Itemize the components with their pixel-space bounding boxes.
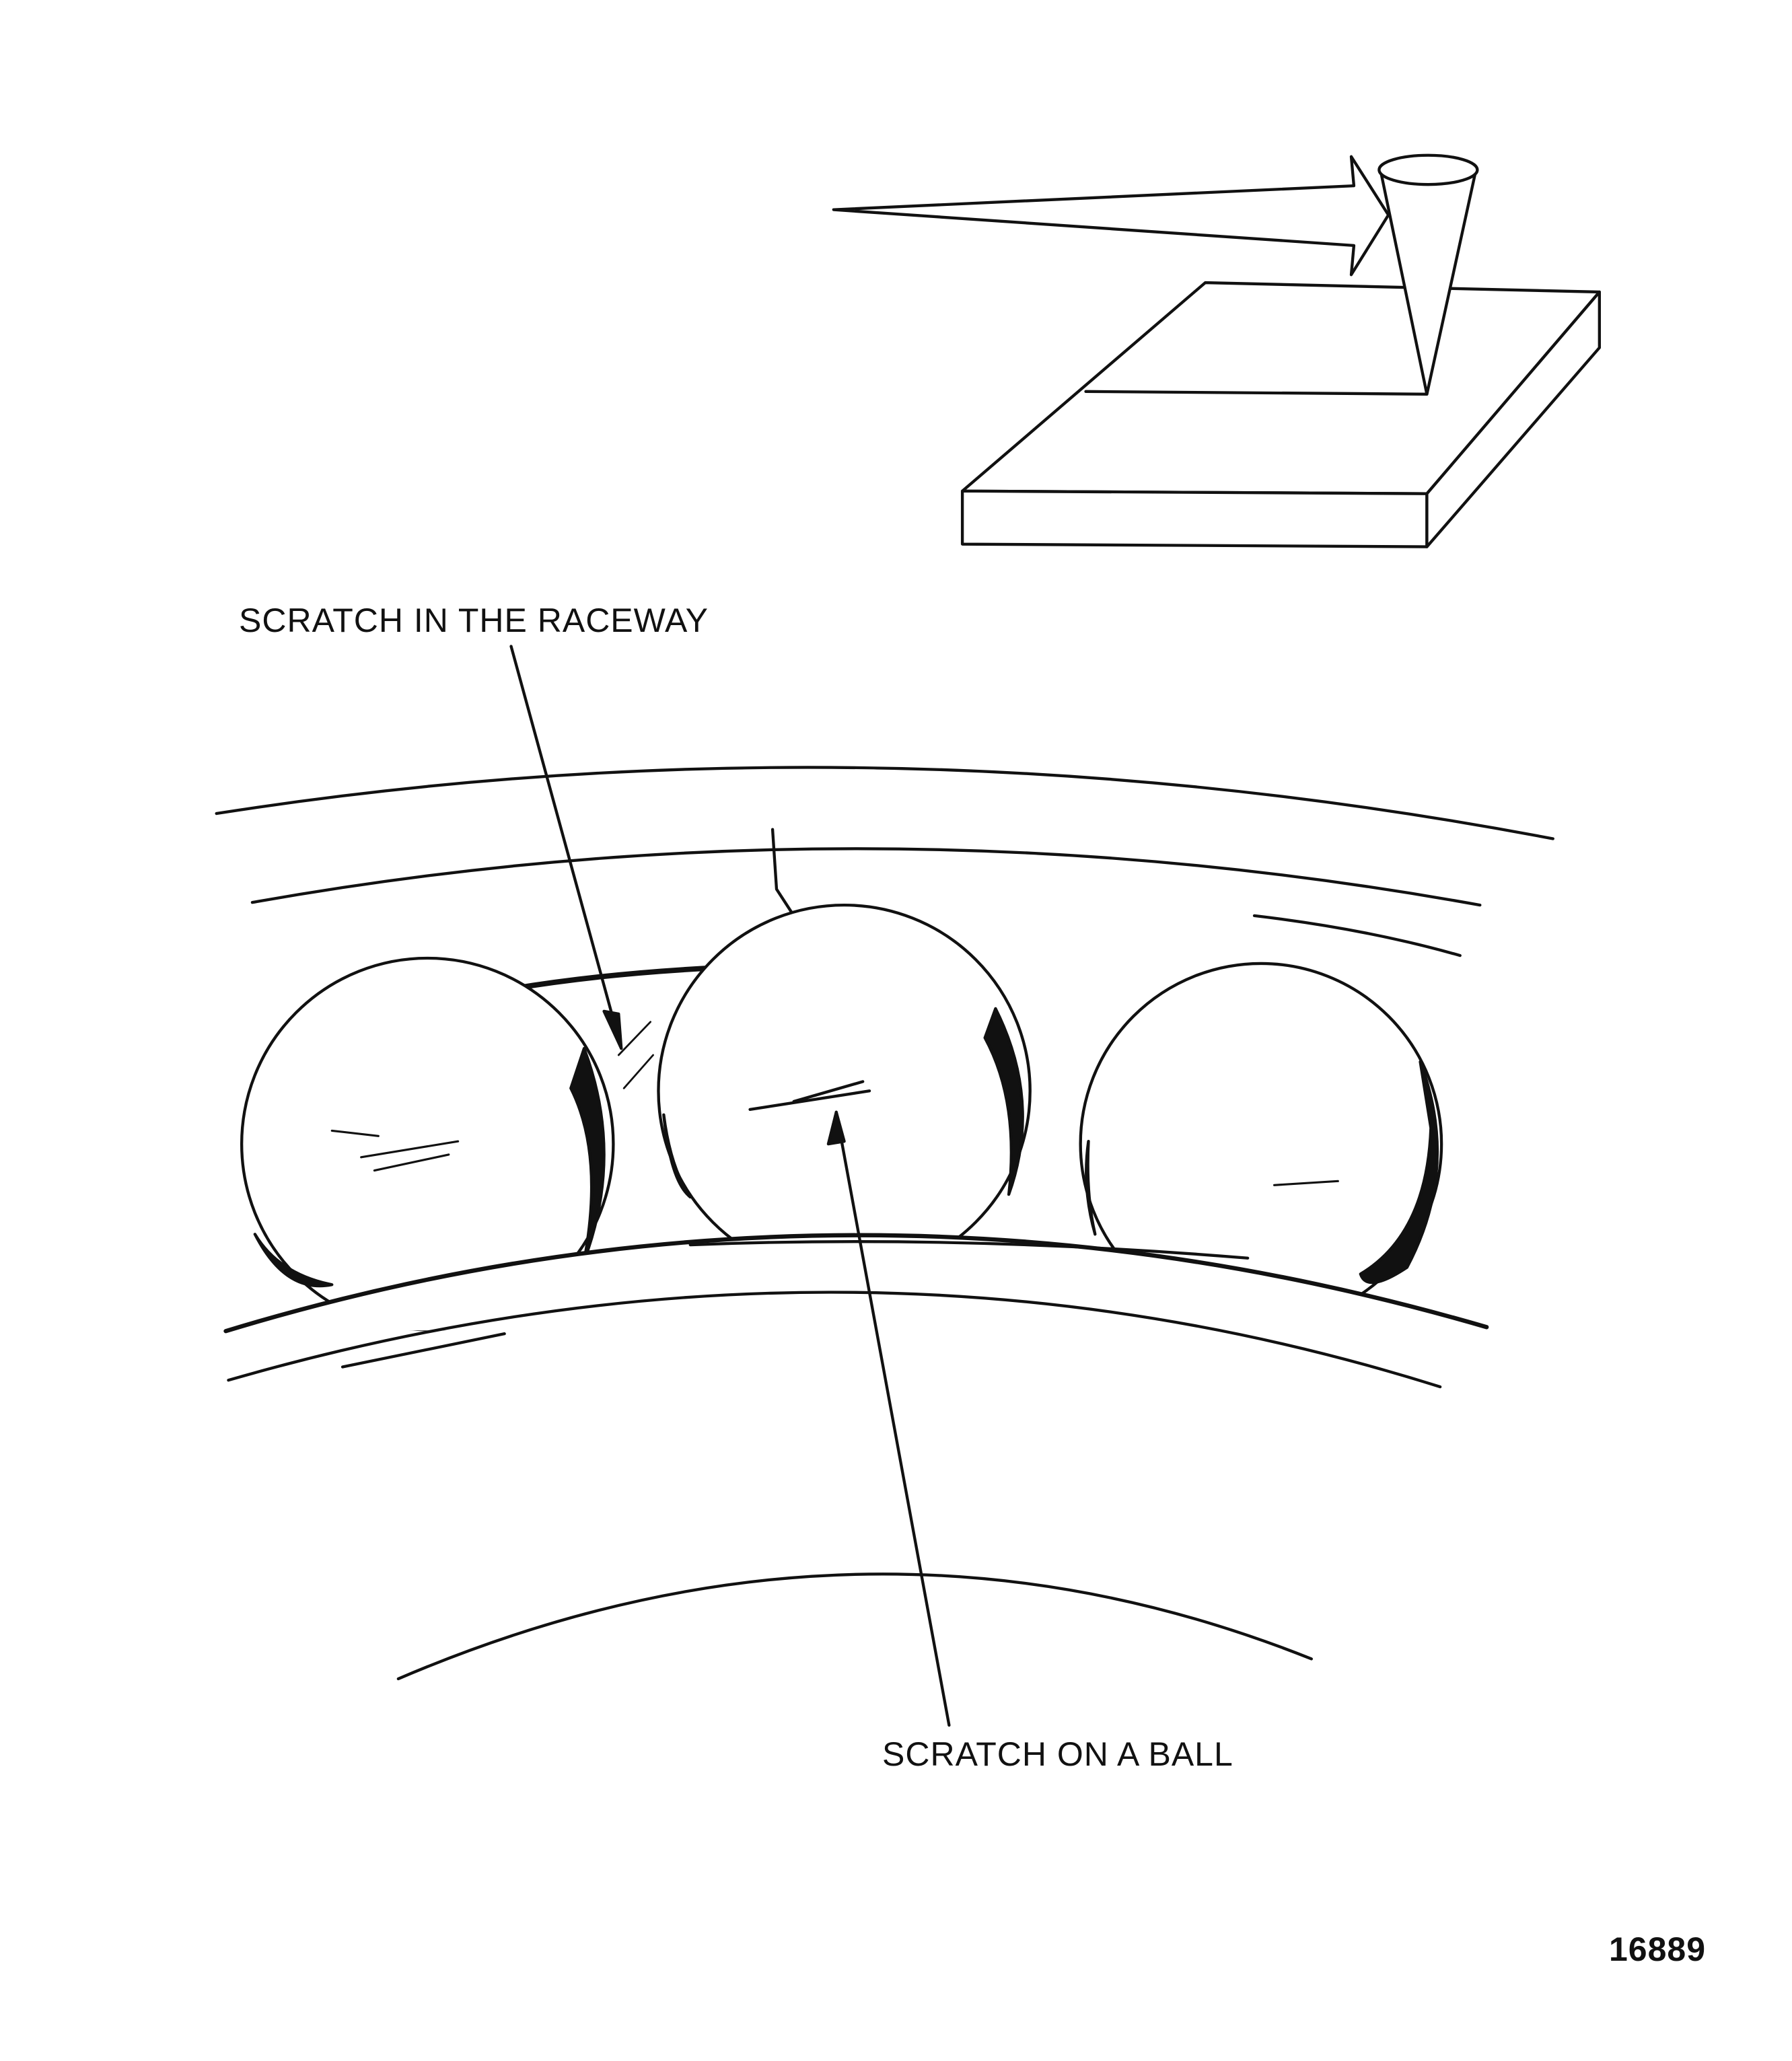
test-block <box>960 281 1601 548</box>
ball-right <box>1079 962 1443 1326</box>
pointing-arrow-icon <box>832 155 1390 277</box>
label-scratch-in-raceway: SCRATCH IN THE RACEWAY <box>239 602 709 639</box>
label-scratch-on-ball: SCRATCH ON A BALL <box>882 1735 1233 1773</box>
ball-left <box>240 956 615 1332</box>
balls <box>240 903 1443 1332</box>
raceway-scratch-marks <box>617 1021 654 1089</box>
scratching-cone-icon <box>1377 153 1479 396</box>
leader-lines <box>509 645 951 1727</box>
figure-number: 16889 <box>1609 1930 1707 1968</box>
inner-race <box>223 1233 1489 1681</box>
ball-center <box>657 903 1032 1278</box>
